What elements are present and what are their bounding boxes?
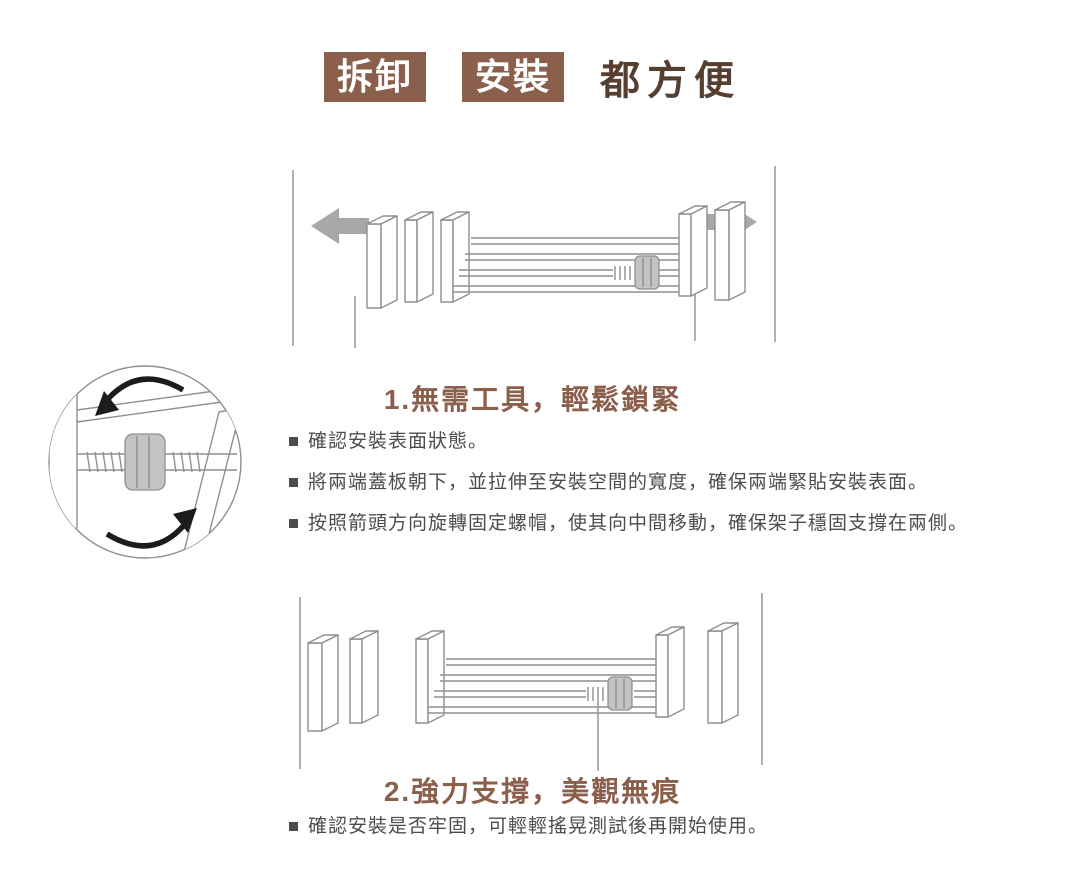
- list-item: 按照箭頭方向旋轉固定螺帽，使其向中間移動，確保架子穩固支撐在兩側。: [289, 512, 1049, 536]
- bullet-square-icon: [289, 518, 298, 528]
- title-badge-disassemble: 拆卸: [323, 52, 426, 102]
- rack-drawing: [366, 201, 746, 309]
- bullet-square-icon: [289, 822, 298, 831]
- bullet-text: 將兩端蓋板朝下，並拉伸至安裝空間的寬度，確保兩端緊貼安裝表面。: [308, 471, 929, 493]
- detail-drawing: [49, 376, 241, 557]
- section2-heading: 2.強力支撐，美觀無痕: [383, 776, 682, 807]
- lock-nut-icon: [634, 255, 660, 290]
- page-title: 拆卸 安裝 都方便: [0, 48, 1065, 106]
- lock-nut-icon: [124, 433, 166, 491]
- threaded-rod: [614, 266, 631, 280]
- rack-drawing: [307, 622, 739, 732]
- bullet-text: 確認安裝是否牢固，可輕輕搖晃測試後再開始使用。: [308, 816, 769, 837]
- section1-bullets: 確認安裝表面狀態。 將兩端蓋板朝下，並拉伸至安裝空間的寬度，確保兩端緊貼安裝表面…: [289, 430, 1049, 552]
- nut-rotation-detail-circle: [48, 365, 242, 559]
- rotation-arrow-bottom-icon: [105, 522, 188, 549]
- extend-left-arrow-icon: [311, 208, 369, 244]
- threaded-rod: [86, 451, 123, 473]
- list-item: 將兩端蓋板朝下，並拉伸至安裝空間的寬度，確保兩端緊貼安裝表面。: [289, 471, 1049, 495]
- bullet-square-icon: [289, 477, 298, 487]
- bullet-text: 確認安裝表面狀態。: [308, 431, 489, 452]
- bullet-text: 按照箭頭方向旋轉固定螺帽，使其向中間移動，確保架子穩固支撐在兩側。: [308, 512, 969, 534]
- title-suffix: 都方便: [600, 59, 742, 103]
- rack-installed-illustration: [299, 593, 763, 771]
- list-item: 確認安裝表面狀態。: [289, 430, 1049, 454]
- list-item: 確認安裝是否牢固，可輕輕搖晃測試後再開始使用。: [289, 815, 1049, 839]
- title-badge-install: 安裝: [462, 52, 565, 102]
- rack-extended-illustration: [292, 166, 776, 348]
- section2-bullets: 確認安裝是否牢固，可輕輕搖晃測試後再開始使用。: [289, 815, 1049, 856]
- threaded-rod: [587, 687, 604, 701]
- lock-nut-icon: [607, 676, 633, 711]
- rotation-arrow-top-icon: [104, 376, 185, 402]
- section1-heading: 1.無需工具，輕鬆鎖緊: [383, 384, 682, 415]
- bullet-square-icon: [289, 437, 298, 446]
